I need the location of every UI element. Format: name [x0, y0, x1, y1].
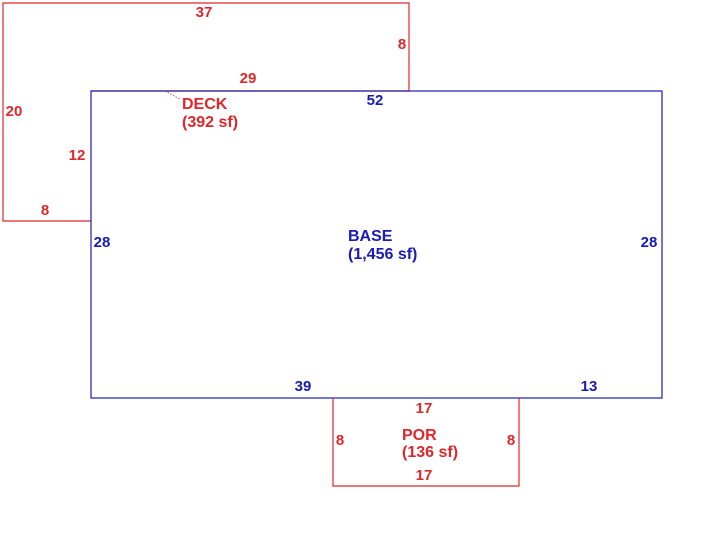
base-area-name: BASE — [348, 228, 393, 245]
base-dim-left: 28 — [94, 234, 111, 251]
base-dim-bottom-right: 13 — [581, 378, 598, 395]
deck-dim-bottom: 8 — [41, 202, 49, 219]
deck-label-leader — [164, 90, 181, 100]
porch-dim-right: 8 — [507, 432, 515, 449]
porch-area-size: (136 sf) — [402, 444, 458, 461]
porch-area-name: POR — [402, 427, 437, 444]
base-dim-top: 52 — [367, 92, 384, 109]
deck-dim-right: 8 — [398, 36, 406, 53]
deck-dim-left: 20 — [6, 103, 23, 120]
base-dim-bottom-left: 39 — [295, 378, 312, 395]
deck-area-size: (392 sf) — [182, 114, 238, 131]
porch-dim-top: 17 — [416, 400, 433, 417]
deck-dim-top: 37 — [196, 4, 213, 21]
porch-dim-bottom: 17 — [416, 467, 433, 484]
base-area-size: (1,456 sf) — [348, 246, 417, 263]
deck-dim-inner-left: 12 — [69, 147, 86, 164]
deck-area-name: DECK — [182, 96, 228, 113]
porch-outline — [332, 398, 520, 487]
deck-dim-inner-top: 29 — [240, 70, 257, 87]
base-outline — [90, 90, 663, 399]
base-dim-right: 28 — [641, 234, 658, 251]
porch-dim-left: 8 — [336, 432, 344, 449]
